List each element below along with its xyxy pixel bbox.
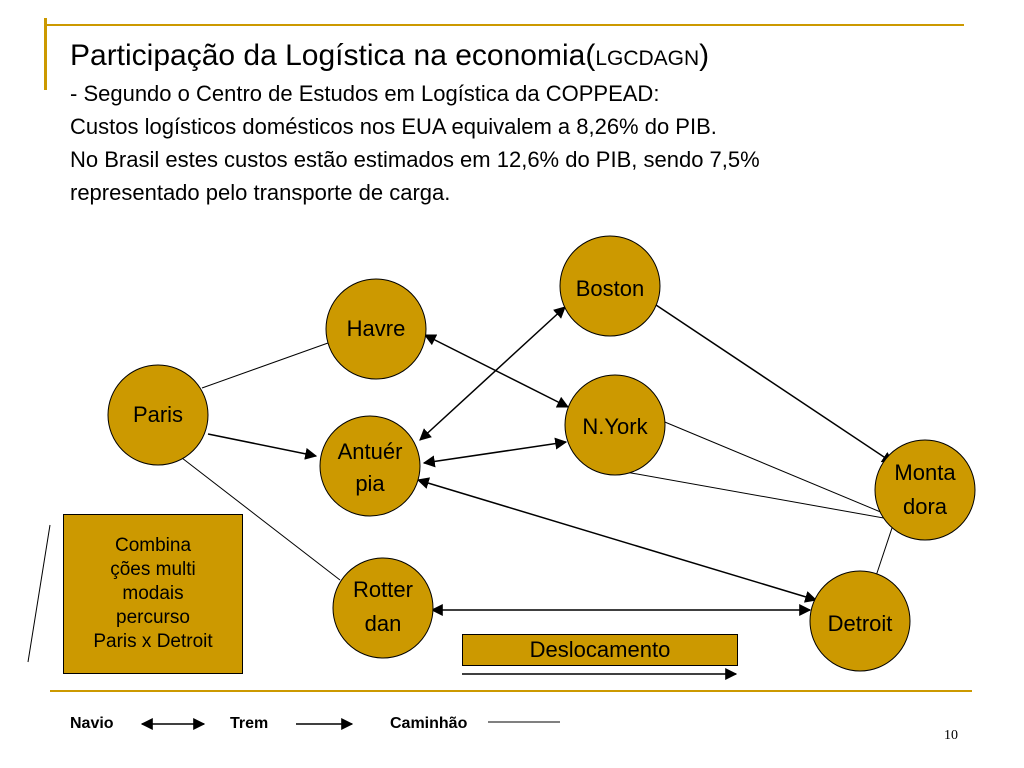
edge-paris-rotterdan [181, 457, 341, 581]
node-nyork: N.York [564, 374, 666, 476]
body-line-coppead: - Segundo o Centro de Estudos em Logísti… [70, 81, 660, 106]
slide-title: Participação da Logística na economia(LG… [70, 38, 1000, 77]
node-antuerpia-label-2: pia [355, 471, 385, 496]
node-nyork-label: N.York [582, 414, 648, 439]
node-rotterdan: Rotter dan [332, 557, 434, 659]
title-main-text: Participação da Logística na economia( [70, 39, 596, 72]
title-block: Participação da Logística na economia(LG… [70, 38, 1000, 209]
legend-navio-label: Navio [70, 715, 114, 732]
node-paris-label: Paris [133, 402, 183, 427]
legend-trem-label: Trem [230, 715, 269, 732]
node-detroit: Detroit [809, 570, 911, 672]
top-accent-rule [44, 24, 964, 26]
edge-detroit-montadora [875, 524, 894, 577]
node-montadora-label-2: dora [903, 494, 948, 519]
page-number: 10 [944, 728, 958, 743]
legend-caminhao-label: Caminhão [390, 715, 468, 732]
node-paris: Paris [107, 364, 209, 466]
bottom-accent-rule [50, 690, 972, 692]
title-accent-bar [44, 18, 47, 90]
edge-boston-montadora [655, 304, 894, 464]
edge-paris-havre [201, 342, 329, 389]
node-rotterdan-label-1: Rotter [353, 577, 413, 602]
node-boston-label: Boston [576, 276, 645, 301]
deslocamento-box: Deslocamento [462, 634, 738, 666]
combo-line-2: ções multi [110, 559, 196, 580]
node-detroit-label: Detroit [828, 611, 893, 636]
combo-line-3: modais [122, 583, 184, 604]
combined-modes-box: Combina ções multi modais percurso Paris… [63, 514, 243, 674]
node-rotterdan-label-2: dan [365, 611, 402, 636]
edge-antuerpia-nyork [422, 437, 568, 468]
combo-line-4: percurso [116, 607, 190, 628]
node-montadora-label-1: Monta [894, 460, 956, 485]
node-havre-label: Havre [347, 316, 406, 341]
node-antuerpia-label-1: Antuér [338, 439, 403, 464]
node-montadora: Monta dora [874, 439, 976, 541]
title-close-paren: ) [699, 39, 710, 72]
node-boston: Boston [559, 235, 661, 337]
edge-antuerpia-detroit [416, 477, 818, 603]
body-line-brasil: No Brasil estes custos estão estimados e… [70, 147, 760, 172]
edge-nyork-montadora-lower [619, 470, 896, 521]
deslocamento-label: Deslocamento [529, 637, 671, 662]
combined-modes-text: Combina ções multi modais percurso Paris… [93, 534, 212, 654]
combo-line-1: Combina [114, 535, 192, 556]
edge-havre-nyork [423, 334, 570, 408]
node-antuerpia: Antuér pia [319, 415, 421, 517]
edge-nyork-montadora [659, 419, 896, 519]
body-line-transporte: representado pelo transporte de carga. [70, 180, 451, 205]
title-small-text: LGCDAGN [595, 47, 700, 70]
node-havre: Havre [325, 278, 427, 380]
combo-line-5: Paris x Detroit [93, 631, 213, 652]
side-slanted-line [27, 524, 51, 663]
edge-paris-antuerpia [207, 433, 318, 460]
body-line-eua: Custos logísticos domésticos nos EUA equ… [70, 114, 717, 139]
edge-antuerpia-boston [419, 306, 566, 441]
